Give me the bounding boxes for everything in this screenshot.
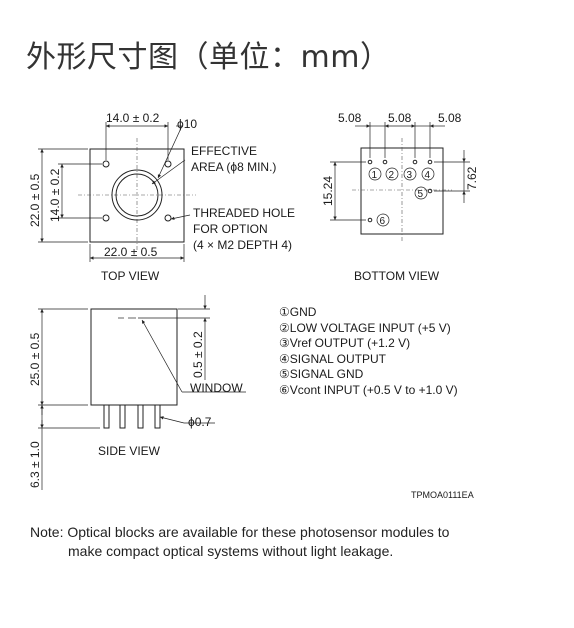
bottom-dim-15: 15.24 (321, 176, 335, 206)
top-dim-14: 14.0 ± 0.2 (106, 111, 160, 125)
side-dim-25: 25.0 ± 0.5 (28, 332, 42, 386)
threaded-hole (164, 160, 172, 168)
window-label: WINDOW (190, 381, 243, 395)
hole-label-1: THREADED HOLE (193, 206, 295, 220)
note-line-1: Note: Optical blocks are available for t… (30, 524, 450, 540)
side-dim-05: 0.5 ± 0.2 (191, 331, 205, 378)
svg-text:5: 5 (418, 189, 424, 200)
threaded-hole (102, 214, 110, 222)
pin-number-5: 5 (414, 186, 428, 200)
pin-legend-item: ①GND (279, 305, 317, 319)
bottom-dim-c: 5.08 (438, 111, 462, 125)
bottom-dim-7: 7.62 (465, 166, 479, 190)
threaded-hole (164, 214, 172, 222)
page-title: 外形尺寸图（单位：mm） (26, 40, 391, 75)
drawing-code: TPMOA0111EA (411, 490, 474, 500)
side-view-body (90, 308, 178, 406)
pin-legend-item: ②LOW VOLTAGE INPUT (+5 V) (279, 321, 451, 335)
svg-text:6: 6 (380, 216, 386, 227)
hole-label-3: (4 × M2 DEPTH 4) (193, 238, 292, 252)
pin-dia-label: ϕ0.7 (188, 415, 212, 429)
side-dim-6: 6.3 ± 1.0 (28, 441, 42, 488)
pin-legend-item: ③Vref OUTPUT (+1.2 V) (279, 336, 410, 350)
svg-text:2: 2 (389, 170, 395, 181)
pin-number-1: 1 (368, 167, 382, 181)
left-dim-14: 14.0 ± 0.2 (48, 168, 62, 222)
effective-label-2: AREA (ϕ8 MIN.) (191, 160, 276, 174)
bottom-view: 5.08 5.08 5.08 1 2 3 4 5 6 15.24 7.62 BO… (321, 111, 479, 283)
threaded-hole (102, 160, 110, 168)
bottom-dim-a: 5.08 (338, 111, 362, 125)
pin-number-6: 6 (376, 213, 390, 227)
dimension-drawing: 14.0 ± 0.2 ϕ10 EFFECTIVE AREA (ϕ8 MIN.) … (28, 111, 479, 500)
top-view: 14.0 ± 0.2 ϕ10 EFFECTIVE AREA (ϕ8 MIN.) … (28, 111, 295, 283)
pin-number-3: 3 (403, 167, 417, 181)
bottom-dim-22: 22.0 ± 0.5 (104, 245, 158, 259)
pin-number-2: 2 (385, 167, 399, 181)
left-dim-22: 22.0 ± 0.5 (28, 173, 42, 227)
side-view-label: SIDE VIEW (98, 444, 161, 458)
bottom-view-label: BOTTOM VIEW (354, 269, 440, 283)
effective-label-1: EFFECTIVE (191, 144, 257, 158)
footnote: Note: Optical blocks are available for t… (30, 523, 449, 561)
hole-label-2: FOR OPTION (193, 222, 268, 236)
svg-text:1: 1 (372, 170, 378, 181)
pin-legend-item: ⑥Vcont INPUT (+0.5 V to +1.0 V) (279, 383, 458, 397)
pin-legend: ①GND ②LOW VOLTAGE INPUT (+5 V) ③Vref OUT… (279, 305, 458, 397)
pin-legend-item: ⑤SIGNAL GND (279, 367, 364, 381)
svg-text:4: 4 (425, 170, 431, 181)
phi10-label: ϕ10 (177, 117, 197, 131)
pin-number-4: 4 (421, 167, 435, 181)
side-view: 25.0 ± 0.5 6.3 ± 1.0 0.5 ± 0.2 WINDOW ϕ0… (28, 295, 246, 490)
svg-text:3: 3 (407, 170, 413, 181)
effective-area-circle (111, 169, 163, 221)
pin-legend-item: ④SIGNAL OUTPUT (279, 352, 387, 366)
note-line-2: make compact optical systems without lig… (68, 543, 394, 559)
bottom-dim-b: 5.08 (388, 111, 412, 125)
top-view-label: TOP VIEW (101, 269, 160, 283)
